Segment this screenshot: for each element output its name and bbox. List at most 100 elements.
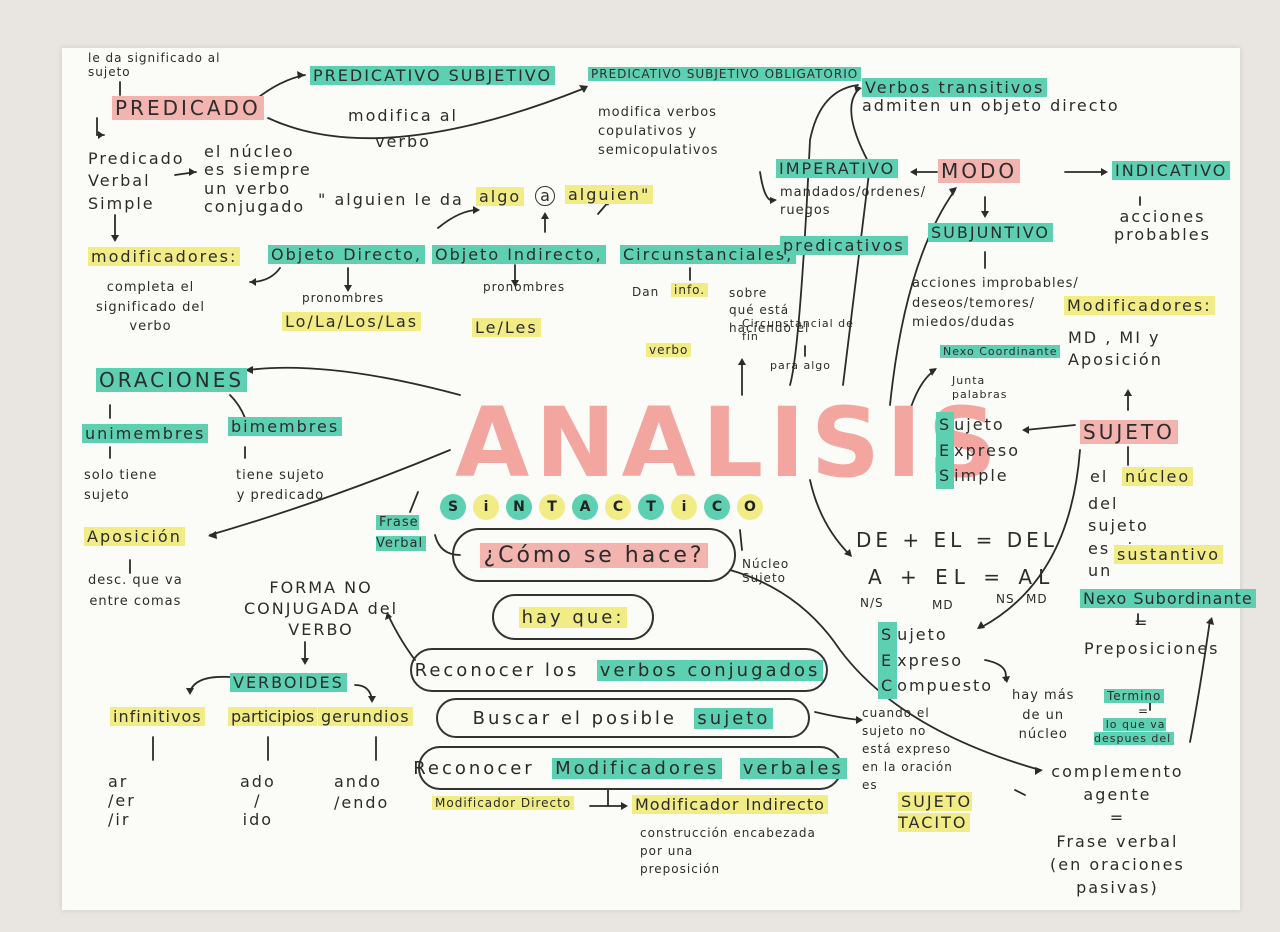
- de-el-del: DE + EL = DEL: [856, 528, 1058, 552]
- indicativo-desc: acciones probables: [1114, 207, 1211, 245]
- circunstancial-de-fin: Circunstancial de fin: [742, 317, 854, 343]
- como-se-hace-oval: ¿Cómo se hace?: [452, 528, 736, 582]
- ses-initials: S E S: [936, 412, 955, 489]
- modificador-indirecto: Modificador Indirecto: [632, 795, 828, 814]
- bimembres-desc: tiene sujeto y predicado: [236, 468, 325, 503]
- ses-block: S E S ujeto xpreso imple: [936, 412, 1020, 489]
- predicado-label: PREDICADO: [112, 96, 264, 120]
- verbos-conjugados: verbos conjugados: [596, 659, 824, 681]
- sujeto-nucleo: núcleo: [1122, 467, 1194, 486]
- predicativo-subjetivo-desc: modifica al verbo: [348, 106, 458, 151]
- nucleo-sujeto: Núcleo Sujeto: [742, 557, 790, 585]
- verboides-label: VERBOIDES: [230, 673, 347, 692]
- algo-label: algo: [476, 187, 525, 206]
- subjuntivo-label: SUBJUNTIVO: [928, 223, 1053, 242]
- nexo-subordinante: Nexo Subordinante: [1080, 589, 1256, 608]
- analisis-title: ANALISIS: [455, 387, 1003, 499]
- participios-label: participios: [228, 707, 318, 726]
- unimembres-desc: solo tiene sujeto: [84, 468, 158, 503]
- a-circle: a: [535, 186, 555, 206]
- unimembres-label: unimembres: [82, 424, 209, 443]
- modificadores-highlight: Modificadores: [552, 757, 723, 779]
- termino-eq: =: [1138, 704, 1150, 718]
- complemento-agente: complemento agente = Frase verbal (en or…: [1050, 762, 1185, 897]
- sub-letter: C: [704, 494, 730, 520]
- predicativos: predicativos: [780, 236, 908, 255]
- sintactico-subtitle: S i N T A C T i C O: [440, 494, 763, 520]
- dan-label: Dan: [632, 285, 660, 299]
- bimembres-label: bimembres: [228, 417, 343, 436]
- modificadores-sujeto-label: Modificadores:: [1064, 296, 1215, 315]
- pronombres-oi: pronombres: [483, 280, 566, 294]
- predicativo-obligatorio-desc: modifica verbos copulativos y semicopula…: [598, 105, 719, 158]
- predicado-verbal-simple: Predicado Verbal Simple: [88, 149, 185, 213]
- circunstanciales: Circunstanciales,: [620, 245, 797, 264]
- oraciones-label: ORACIONES: [96, 368, 248, 392]
- ns-label: N/S: [860, 596, 884, 610]
- modo-label: MODO: [938, 159, 1021, 183]
- sub-letter: C: [605, 494, 631, 520]
- modificador-directo: Modificador Directo: [432, 796, 575, 811]
- nexo-sub-eq: =: [1134, 613, 1150, 632]
- verbo-label: verbo: [646, 343, 692, 358]
- modificadores-sujeto-desc: MD , MI y Aposición: [1068, 328, 1163, 370]
- sujeto-desc-el: el: [1090, 467, 1109, 486]
- md-label: MD: [932, 598, 954, 612]
- hay-que-oval: hay que:: [492, 594, 654, 640]
- objeto-indirecto: Objeto Indirecto,: [432, 245, 606, 264]
- frase-verbal-label: Frase Verbal: [376, 513, 427, 555]
- gerundios-label: gerundios: [318, 707, 413, 726]
- sujeto-desc: del sujeto es siempre un: [1088, 494, 1194, 581]
- lo-la-los-las: Lo/La/Los/Las: [282, 312, 422, 331]
- aposicion-desc: desc. que va entre comas: [88, 573, 183, 609]
- nexo-coordinante: Nexo Coordinante: [940, 345, 1061, 359]
- sub-letter: S: [440, 494, 466, 520]
- ns-label-2: NS: [996, 592, 1015, 606]
- participio-endings: ado / ido: [240, 772, 276, 830]
- como-se-hace: ¿Cómo se hace?: [480, 542, 708, 568]
- gerundio-endings: ando /endo: [334, 772, 390, 812]
- ses-words: ujeto xpreso imple: [954, 415, 1020, 486]
- sub-letter: O: [737, 494, 763, 520]
- mas-de-un-nucleo: hay más de un núcleo: [1012, 688, 1075, 742]
- infinitivo-endings: ar /er /ir: [108, 772, 136, 830]
- infinitivos-label: infinitivos: [110, 707, 205, 726]
- sub-letter: T: [539, 494, 565, 520]
- hay-que: hay que:: [518, 606, 628, 628]
- nucleo-verbo-note: el núcleo es siempre un verbo conjugado: [204, 142, 312, 217]
- sobre-que-esta: sobre qué está haciendo el: [729, 286, 810, 335]
- verbos-transitivos-label: Verbos transitivos: [862, 78, 1048, 97]
- preposiciones: Preposiciones: [1084, 639, 1220, 658]
- predicado-note: le da significado al sujeto: [88, 51, 221, 79]
- sub-letter: A: [572, 494, 598, 520]
- sujeto-label: SUJETO: [1080, 420, 1178, 444]
- sec-initials: S E C: [878, 622, 898, 699]
- md-label-2: MD: [1026, 592, 1048, 606]
- subjuntivo-desc: acciones improbables/ deseos/temores/ mi…: [912, 276, 1079, 330]
- alguien-label: alguien": [565, 185, 654, 204]
- predicativo-subjetivo-label: PREDICATIVO SUBJETIVO: [310, 66, 556, 85]
- forma-no-conjugada: FORMA NO CONJUGADA del VERBO: [244, 578, 399, 639]
- sub-letter: i: [473, 494, 499, 520]
- termino-label: Termino: [1104, 689, 1165, 704]
- a-el-al: A + EL = AL: [868, 565, 1056, 589]
- modificadores-label: modificadores:: [88, 247, 241, 266]
- step-reconocer-verbos: Reconocer los verbos conjugados: [410, 648, 828, 692]
- verbos-transitivos-desc: admiten un objeto directo: [862, 96, 1120, 115]
- step-reconocer-modificadores: Reconocer Modificadores verbales: [413, 746, 847, 790]
- objeto-directo: Objeto Directo,: [268, 245, 425, 264]
- le-les: Le/Les: [472, 318, 541, 337]
- completa-significado: completa el significado del verbo: [96, 280, 205, 334]
- step-buscar-sujeto: Buscar el posible sujeto: [436, 698, 810, 738]
- para-algo: para algo: [770, 359, 831, 372]
- predicativo-obligatorio-label: PREDICATIVO SUBJETIVO OBLIGATORIO: [588, 67, 862, 82]
- sujeto-highlight: sujeto: [694, 707, 774, 729]
- info-label: info.: [671, 283, 709, 298]
- imperativo-label: IMPERATIVO: [776, 159, 899, 178]
- sec-block: S E C ujeto xpreso ompuesto: [878, 622, 993, 699]
- sec-words: ujeto xpreso ompuesto: [897, 625, 994, 696]
- sub-letter: N: [506, 494, 532, 520]
- modificador-indirecto-desc: construcción encabezada por una preposic…: [640, 826, 816, 876]
- sub-letter: i: [671, 494, 697, 520]
- pronombres-od: pronombres: [302, 291, 385, 305]
